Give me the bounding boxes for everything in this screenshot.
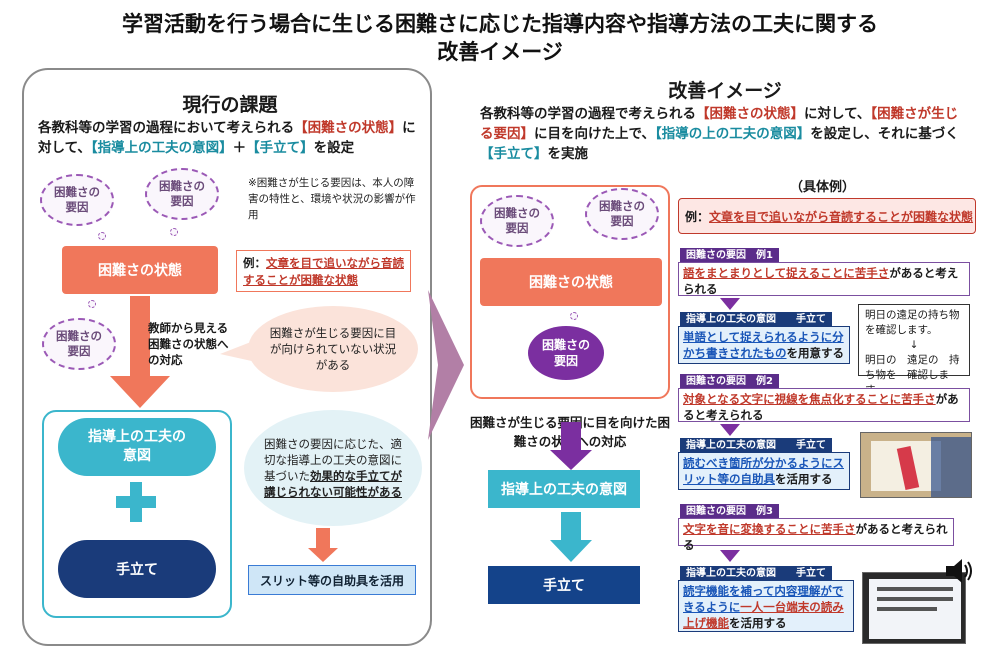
unaddressed-cause-bubble: 困難さが生じる要因に目が向けられていない状況がある: [248, 306, 418, 392]
arrow-down-icon: [720, 424, 740, 436]
cause-box-2: 対象となる文字に視線を焦点化することに苦手さがあると考えられる: [678, 388, 970, 422]
tedate-cloud: 手立て: [58, 540, 216, 598]
thought-dot: [570, 312, 578, 320]
thought-dot: [170, 228, 178, 236]
difficulty-state-box: 困難さの状態: [62, 246, 218, 294]
page-title-line2: 改善イメージ: [437, 40, 563, 64]
cause-tag-1: 困難さの要因 例1: [680, 248, 779, 263]
improvement-heading: 改善イメージ: [668, 80, 782, 102]
cause-cloud-left-1: 困難さの要因: [40, 174, 114, 226]
improvement-state-box: 困難さの状態: [480, 258, 662, 306]
cause-cloud-left-3: 困難さの要因: [42, 318, 116, 370]
current-issues-intro: 各教科等の学習の過程において考えられる【困難さの状態】に対して、【指導上の工夫の…: [38, 120, 416, 156]
slit-tool-box: スリット等の自助具を活用: [248, 565, 416, 595]
arrow-down-icon: [308, 528, 338, 562]
slit-photo: [860, 432, 972, 498]
difficulty-example-box: 例：文章を目で追いながら音読することが困難な状態: [236, 250, 411, 292]
cause-box-1: 語をまとまりとして捉えることに苦手さがあると考えられる: [678, 262, 970, 296]
cause-tag-3: 困難さの要因 例3: [680, 504, 779, 519]
cause-tag-2: 困難さの要因 例2: [680, 374, 779, 389]
guide-intent-box: 指導上の工夫の意図: [488, 470, 640, 508]
bubble-tail: [220, 340, 256, 362]
guide-box-1: 単語として捉えられるように分かち書きされたものを用意する: [678, 326, 850, 364]
examples-heading: （具体例）: [790, 180, 856, 195]
cause-cloud-right-2: 困難さの要因: [585, 188, 659, 240]
visible-state-label: 教師から見える困難さの状態への対応: [148, 321, 229, 367]
cause-note: ※困難さが生じる要因は、本人の障害の特性と、環境や状況の影響が作用: [248, 177, 416, 221]
plus-icon: [130, 482, 142, 522]
arrow-down-icon: [110, 296, 170, 408]
arrow-down-icon: [550, 422, 592, 470]
cause-cloud-left-2: 困難さの要因: [145, 168, 219, 220]
guide-tag-1: 指導上の工夫の意図 手立て: [680, 312, 832, 327]
ineffective-measure-bubble: 困難さの要因に応じた、適切な指導上の工夫の意図に基づいた効果的な手立てが講じられ…: [244, 410, 422, 526]
guide-tag-2: 指導上の工夫の意図 手立て: [680, 438, 832, 453]
chevron-right-icon: [428, 290, 464, 440]
cause-box-3: 文字を音に変換することに苦手さがあると考えられる: [678, 518, 954, 552]
guide-tedate-frame: [42, 410, 232, 618]
guide-box-2: 読むべき箇所が分かるようにスリット等の自助具を活用する: [678, 452, 850, 490]
improvement-intro: 各教科等の学習の過程で考えられる【困難さの状態】に対して、【困難さが生じる要因】…: [480, 106, 959, 162]
guide-box-3: 読字機能を補って内容理解ができるように一人一台端末の読み上げ機能を活用する: [678, 580, 854, 632]
tedate-box: 手立て: [488, 566, 640, 604]
thought-dot: [88, 300, 96, 308]
current-issues-heading: 現行の課題: [182, 94, 278, 116]
arrow-down-icon: [720, 298, 740, 310]
guide-tag-3: 指導上の工夫の意図 手立て: [680, 566, 832, 581]
arrow-down-icon: [550, 512, 592, 562]
example-main-box: 例：文章を目で追いながら音読することが困難な状態: [678, 198, 976, 234]
memo-box: 明日の遠足の持ち物を確認します。 ↓ 明日の 遠足の 持ち物を 確認します。: [858, 304, 970, 396]
cause-cloud-right-1: 困難さの要因: [480, 195, 554, 247]
arrow-down-icon: [720, 550, 740, 562]
cause-purple-cloud: 困難さの要因: [528, 326, 604, 380]
thought-dot: [98, 232, 106, 240]
speaker-icon: [946, 559, 972, 583]
tablet-photo: [862, 572, 966, 644]
improvement-cause-frame: [470, 185, 670, 399]
page-title-line1: 学習活動を行う場合に生じる困難さに応じた指導内容や指導方法の工夫に関する: [122, 12, 878, 36]
guide-intent-cloud: 指導上の工夫の意図: [58, 418, 216, 476]
